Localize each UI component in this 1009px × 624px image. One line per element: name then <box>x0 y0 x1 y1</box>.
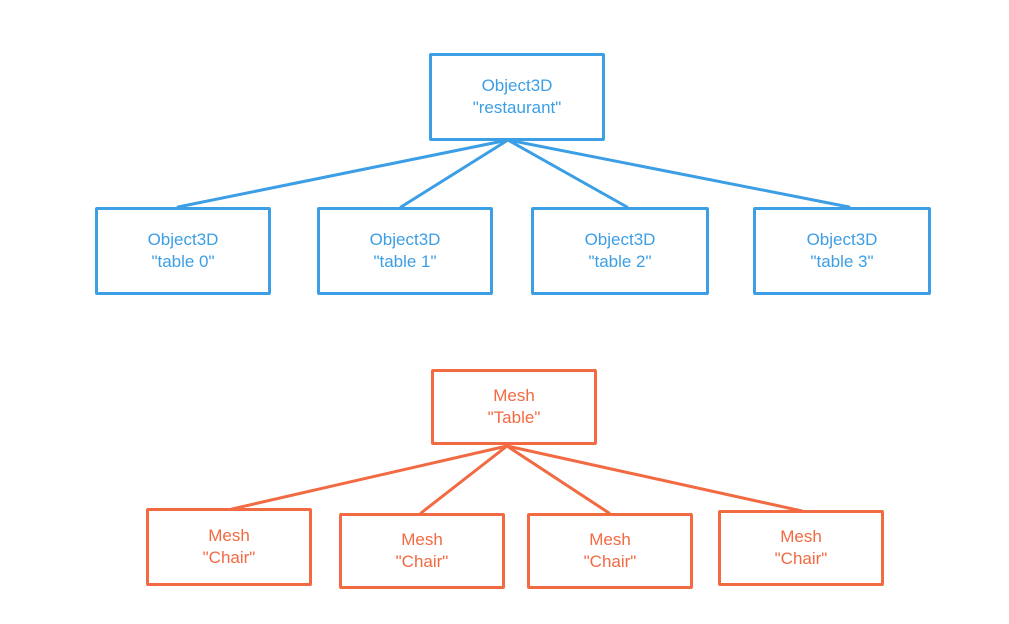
table-3-node: Object3D "table 3" <box>753 207 931 295</box>
node-name: "Chair" <box>202 548 256 567</box>
chair-mesh-node: Mesh "Chair" <box>146 508 312 586</box>
edge-table-chair1 <box>419 444 509 515</box>
node-name: "Chair" <box>395 552 449 571</box>
edge-restaurant-table1 <box>399 138 510 209</box>
mesh-connectors <box>230 444 804 515</box>
node-type: Object3D <box>584 230 656 249</box>
edge-restaurant-table0 <box>176 138 510 209</box>
node-type: Mesh <box>401 530 443 549</box>
node-type: Object3D <box>369 230 441 249</box>
node-name: "restaurant" <box>472 98 562 117</box>
node-type: Mesh <box>208 526 250 545</box>
restaurant-node: Object3D "restaurant" <box>429 53 605 141</box>
edge-restaurant-table3 <box>506 138 851 209</box>
node-type: Mesh <box>493 386 535 405</box>
node-name: "table 2" <box>588 252 652 271</box>
node-name: "table 1" <box>373 252 437 271</box>
edge-restaurant-table2 <box>506 138 629 209</box>
node-type: Mesh <box>589 530 631 549</box>
edge-table-chair0 <box>230 444 509 511</box>
node-type: Mesh <box>780 527 822 546</box>
node-name: "Table" <box>487 408 541 427</box>
table-mesh-node: Mesh "Table" <box>431 369 597 445</box>
object3d-connectors <box>176 138 851 209</box>
table-0-node: Object3D "table 0" <box>95 207 271 295</box>
table-1-node: Object3D "table 1" <box>317 207 493 295</box>
node-type: Object3D <box>806 230 878 249</box>
edge-table-chair3 <box>505 444 804 513</box>
node-name: "table 0" <box>151 252 215 271</box>
chair-mesh-node: Mesh "Chair" <box>339 513 505 589</box>
table-2-node: Object3D "table 2" <box>531 207 709 295</box>
edge-table-chair2 <box>505 444 611 515</box>
node-name: "table 3" <box>810 252 874 271</box>
chair-mesh-node: Mesh "Chair" <box>718 510 884 586</box>
node-type: Object3D <box>481 76 553 95</box>
node-name: "Chair" <box>583 552 637 571</box>
node-name: "Chair" <box>774 549 828 568</box>
node-type: Object3D <box>147 230 219 249</box>
chair-mesh-node: Mesh "Chair" <box>527 513 693 589</box>
